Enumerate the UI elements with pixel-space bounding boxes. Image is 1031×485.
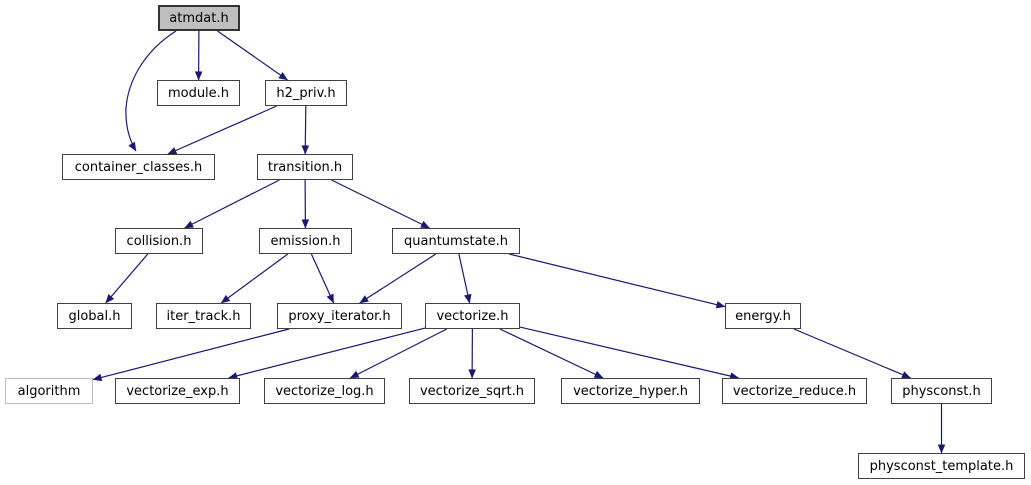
node-label-collision: collision.h <box>126 233 192 249</box>
node-global[interactable]: global.h <box>57 303 132 329</box>
node-label-vectorize_reduce: vectorize_reduce.h <box>732 383 857 399</box>
node-label-vectorize_hyper: vectorize_hyper.h <box>573 383 688 399</box>
node-label-quantumstate: quantumstate.h <box>404 233 508 249</box>
node-vectorize_log[interactable]: vectorize_log.h <box>264 378 385 404</box>
node-vectorize_exp[interactable]: vectorize_exp.h <box>115 378 240 404</box>
node-label-vectorize_log: vectorize_log.h <box>275 383 374 399</box>
edge-vectorize-vectorize_exp <box>228 327 426 380</box>
edge-quantumstate-energy <box>509 253 726 309</box>
node-container_classes[interactable]: container_classes.h <box>62 154 215 180</box>
edge-quantumstate-proxy_iterator <box>359 253 437 304</box>
node-vectorize_hyper[interactable]: vectorize_hyper.h <box>561 378 700 404</box>
node-algorithm: algorithm <box>5 378 93 404</box>
node-vectorize[interactable]: vectorize.h <box>425 303 520 329</box>
node-atmdat: atmdat.h <box>158 5 240 31</box>
edge-collision-global <box>105 253 149 304</box>
edge-h2_priv-transition <box>301 105 310 155</box>
node-label-vectorize_exp: vectorize_exp.h <box>126 383 229 399</box>
node-label-container_classes: container_classes.h <box>74 159 203 175</box>
node-vectorize_sqrt[interactable]: vectorize_sqrt.h <box>409 378 535 404</box>
edge-transition-collision <box>184 179 280 229</box>
node-label-physconst_template: physconst_template.h <box>869 458 1014 474</box>
edge-vectorize-vectorize_hyper <box>499 328 604 379</box>
node-label-vectorize: vectorize.h <box>436 308 509 324</box>
node-label-transition: transition.h <box>267 159 343 175</box>
node-label-energy: energy.h <box>735 308 791 324</box>
edge-emission-iter_track <box>220 253 289 304</box>
node-emission[interactable]: emission.h <box>259 228 352 254</box>
node-physconst[interactable]: physconst.h <box>891 378 992 404</box>
node-iter_track[interactable]: iter_track.h <box>156 303 251 329</box>
node-label-atmdat: atmdat.h <box>169 10 229 26</box>
node-label-h2_priv: h2_priv.h <box>276 85 336 101</box>
node-label-physconst: physconst.h <box>902 383 981 399</box>
node-label-algorithm: algorithm <box>17 383 81 399</box>
node-label-module: module.h <box>167 85 230 101</box>
edge-energy-physconst <box>793 328 912 379</box>
node-transition[interactable]: transition.h <box>257 154 353 180</box>
node-label-vectorize_sqrt: vectorize_sqrt.h <box>419 383 524 399</box>
node-physconst_template[interactable]: physconst_template.h <box>858 453 1025 479</box>
edge-h2_priv-container_classes <box>167 105 277 155</box>
node-h2_priv[interactable]: h2_priv.h <box>265 80 347 106</box>
node-label-proxy_iterator: proxy_iterator.h <box>288 308 391 324</box>
edge-proxy_iterator-algorithm <box>92 328 290 382</box>
node-collision[interactable]: collision.h <box>115 228 203 254</box>
edge-vectorize-vectorize_reduce <box>519 326 740 380</box>
edge-vectorize-vectorize_log <box>349 328 448 379</box>
node-quantumstate[interactable]: quantumstate.h <box>392 228 520 254</box>
node-energy[interactable]: energy.h <box>725 303 801 329</box>
edge-emission-proxy_iterator <box>310 253 335 304</box>
node-module[interactable]: module.h <box>157 80 240 106</box>
edge-atmdat-h2_priv <box>217 30 288 81</box>
node-label-emission: emission.h <box>270 233 341 249</box>
edge-quantumstate-vectorize <box>458 253 472 304</box>
node-vectorize_reduce[interactable]: vectorize_reduce.h <box>722 378 867 404</box>
node-label-iter_track: iter_track.h <box>166 308 241 324</box>
edge-transition-quantumstate <box>331 179 430 229</box>
node-proxy_iterator[interactable]: proxy_iterator.h <box>277 303 402 329</box>
node-label-global: global.h <box>68 308 121 324</box>
